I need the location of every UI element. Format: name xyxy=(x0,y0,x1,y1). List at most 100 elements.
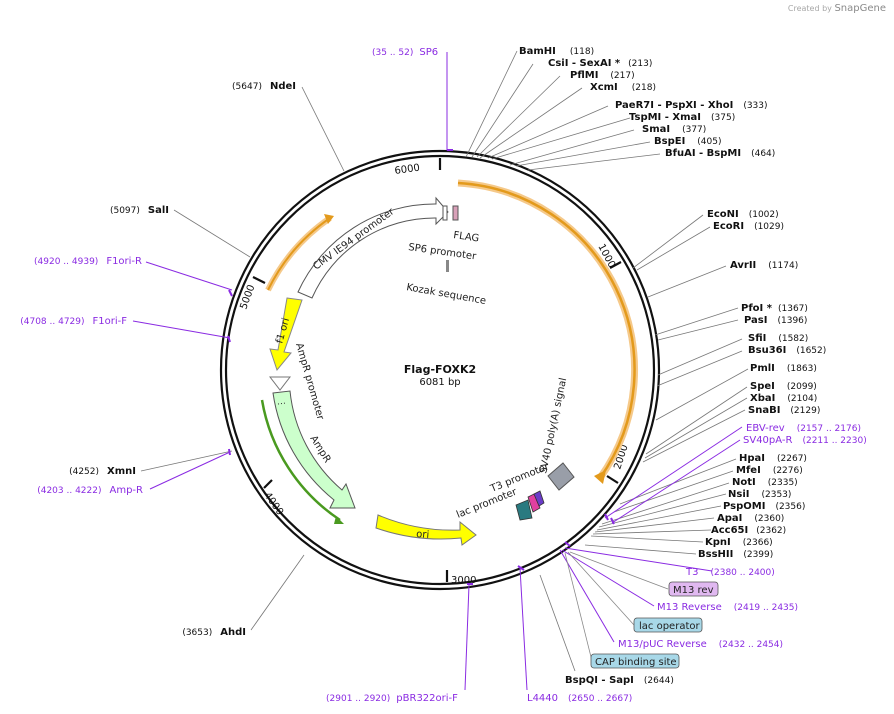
primer-f1ori-r[interactable]: F1ori-R xyxy=(106,256,142,267)
f1-ori-feature[interactable]: f1 ori xyxy=(269,297,303,372)
tick-1000 xyxy=(609,261,622,269)
enzyme-hpai[interactable]: HpaI xyxy=(739,453,765,464)
enzyme-pflmi[interactable]: PflMI xyxy=(570,70,598,81)
primer-f1ori-f[interactable]: F1ori-F xyxy=(93,316,128,327)
enzyme-pasi-pos: (1396) xyxy=(777,316,807,326)
enzyme-sfii-pos: (1582) xyxy=(778,334,808,344)
ruler-label-4000: 4000 xyxy=(262,490,286,517)
svg-text:PflMI(217): PflMI(217) xyxy=(570,70,635,81)
svg-text:(35 .. 52)SP6: (35 .. 52) SP6 xyxy=(372,47,438,58)
flag-label: FLAG xyxy=(453,230,480,245)
svg-text:(3653)AhdI: (3653)AhdI xyxy=(182,627,246,638)
primer-sp6[interactable]: SP6 xyxy=(419,47,438,58)
svg-text:PfoI *(1367): PfoI *(1367) xyxy=(741,303,808,314)
enzyme-smai[interactable]: SmaI xyxy=(642,124,670,135)
enzyme-bfuai-bspmi[interactable]: BfuAI - BspMI xyxy=(665,148,741,159)
primer-l4440[interactable]: L4440 xyxy=(527,693,558,704)
t3-promoter-glyph xyxy=(527,493,541,513)
enzyme-pmli[interactable]: PmlI xyxy=(750,363,775,374)
cap-binding-site-label[interactable]: CAP binding site xyxy=(595,657,677,668)
enzyme-bspqi-sapi[interactable]: BspQI - SapI xyxy=(565,675,634,686)
m13-rev-label[interactable]: M13 rev xyxy=(673,585,714,596)
enzyme-pasi[interactable]: PasI xyxy=(744,315,767,326)
plasmid-length: 6081 bp xyxy=(419,377,460,388)
enzyme-paer7i-pspxi-xhoi[interactable]: PaeR7I - PspXI - XhoI xyxy=(615,100,733,111)
sv40-label: SV40 poly(A) signal xyxy=(538,377,569,475)
svg-text:(5097)SalI: (5097)SalI xyxy=(110,205,169,216)
enzyme-bspei[interactable]: BspEI xyxy=(654,136,685,147)
svg-text:PaeR7I - PspXI - XhoI(333): PaeR7I - PspXI - XhoI(333) xyxy=(615,100,768,111)
snapgene-logo-text: SnapGene xyxy=(834,3,886,14)
plasmid-backbone xyxy=(219,149,661,591)
primer-sv40pa-r-pos: (2211 .. 2230) xyxy=(802,436,866,446)
enzyme-csii-sexai-pos: (213) xyxy=(628,59,652,69)
svg-text:XcmI(218): XcmI(218) xyxy=(590,82,656,93)
enzyme-avrii[interactable]: AvrII xyxy=(730,260,756,271)
enzyme-snabi[interactable]: SnaBI xyxy=(748,405,780,416)
primer-t3[interactable]: T3 xyxy=(685,567,698,578)
enzyme-snabi-pos: (2129) xyxy=(790,406,820,416)
primer-marks xyxy=(227,149,615,585)
enzyme-mfei-pos: (2276) xyxy=(773,466,803,476)
enzyme-sali[interactable]: SalI xyxy=(148,205,169,216)
primer-amp-r[interactable]: Amp-R xyxy=(110,485,144,496)
enzyme-bamhi[interactable]: BamHI xyxy=(519,46,556,57)
primer-labels: (35 .. 52)SP6 (4920 .. 4939)F1ori-R (470… xyxy=(20,47,867,704)
enzyme-ecori[interactable]: EcoRI xyxy=(713,221,744,232)
svg-text:SnaBI(2129): SnaBI (2129) xyxy=(748,405,820,416)
enzyme-acc65i[interactable]: Acc65I xyxy=(711,525,748,536)
enzyme-labels-left: (5647)NdeI (5097)SalI (4252)XmnI (3653)A… xyxy=(69,81,674,686)
enzyme-kpni[interactable]: KpnI xyxy=(705,537,731,548)
enzyme-csii-sexai[interactable]: CsiI - SexAI * xyxy=(548,58,621,69)
enzyme-ndei[interactable]: NdeI xyxy=(270,81,296,92)
lac-operator-label[interactable]: lac operator xyxy=(639,621,700,632)
enzyme-xbai-pos: (2104) xyxy=(787,394,817,404)
t3-lac-promoter-feature[interactable]: T3 promoter lac promoter xyxy=(455,461,551,521)
enzyme-leaders-right xyxy=(584,214,749,555)
enzyme-noti[interactable]: NotI xyxy=(732,477,756,488)
primer-l4440-pos: (2650 .. 2667) xyxy=(568,694,632,704)
svg-text:MfeI(2276): MfeI (2276) xyxy=(736,465,803,476)
enzyme-bsu36i[interactable]: Bsu36I xyxy=(748,345,786,356)
promoter-small-glyph xyxy=(533,490,545,507)
foxk2-cds-arc[interactable] xyxy=(457,179,639,484)
ori-feature[interactable]: ori xyxy=(375,514,477,546)
primer-m13-reverse[interactable]: M13 Reverse xyxy=(657,602,722,613)
svg-text:M13 Reverse(2419 .. 2435): M13 Reverse(2419 .. 2435) xyxy=(657,602,798,613)
enzyme-apai[interactable]: ApaI xyxy=(717,513,742,524)
enzyme-bamhi-pos: (118) xyxy=(570,47,594,57)
enzyme-leaders-left xyxy=(140,86,576,672)
ampr-promoter-label: AmpR promoter xyxy=(293,342,326,422)
tick-4000 xyxy=(263,479,273,489)
enzyme-mfei[interactable]: MfeI xyxy=(736,465,761,476)
enzyme-bsshii[interactable]: BssHII xyxy=(698,549,733,560)
primer-m13-puc-reverse-pos: (2432 .. 2454) xyxy=(719,640,783,650)
primer-pbr322ori-f[interactable]: pBR322ori-F xyxy=(396,693,458,704)
primer-m13-puc-reverse[interactable]: M13/pUC Reverse xyxy=(618,639,707,650)
kozak-feature[interactable]: Kozak sequence xyxy=(405,260,487,307)
primer-sv40pa-r[interactable]: SV40pA-R xyxy=(743,435,792,446)
primer-ebv-rev[interactable]: EBV-rev xyxy=(746,423,785,434)
enzyme-pfoi[interactable]: PfoI * xyxy=(741,303,773,314)
primer-sp6-pos: (35 .. 52) xyxy=(372,48,413,58)
svg-text:(5647)NdeI: (5647)NdeI xyxy=(232,81,296,92)
svg-text:PmlI(1863): PmlI(1863) xyxy=(750,363,817,374)
enzyme-spei[interactable]: SpeI xyxy=(750,381,775,392)
backbone-inner-strand xyxy=(224,154,656,586)
enzyme-pspomi[interactable]: PspOMI xyxy=(723,501,765,512)
svg-text:BssHII(2399): BssHII(2399) xyxy=(698,549,773,560)
enzyme-tspmi-xmai[interactable]: TspMI - XmaI xyxy=(629,112,701,123)
enzyme-bspqi-pos: (2644) xyxy=(644,676,674,686)
enzyme-xcmi[interactable]: XcmI xyxy=(590,82,618,93)
sp6-promoter-glyph xyxy=(442,205,448,221)
enzyme-econi[interactable]: EcoNI xyxy=(707,209,739,220)
enzyme-ahdi[interactable]: AhdI xyxy=(220,627,246,638)
enzyme-sfii[interactable]: SfiI xyxy=(748,333,766,344)
enzyme-xmni[interactable]: XmnI xyxy=(107,466,136,477)
enzyme-xbai[interactable]: XbaI xyxy=(750,393,775,404)
kozak-label: Kozak sequence xyxy=(405,282,486,307)
cmv-promoter-label: CMV IE94 promoter xyxy=(311,206,397,273)
cmv-enhancer-arc[interactable] xyxy=(265,214,334,292)
enzyme-nsii[interactable]: NsiI xyxy=(728,489,749,500)
svg-text:BspQI - SapI(2644): BspQI - SapI (2644) xyxy=(565,675,674,686)
